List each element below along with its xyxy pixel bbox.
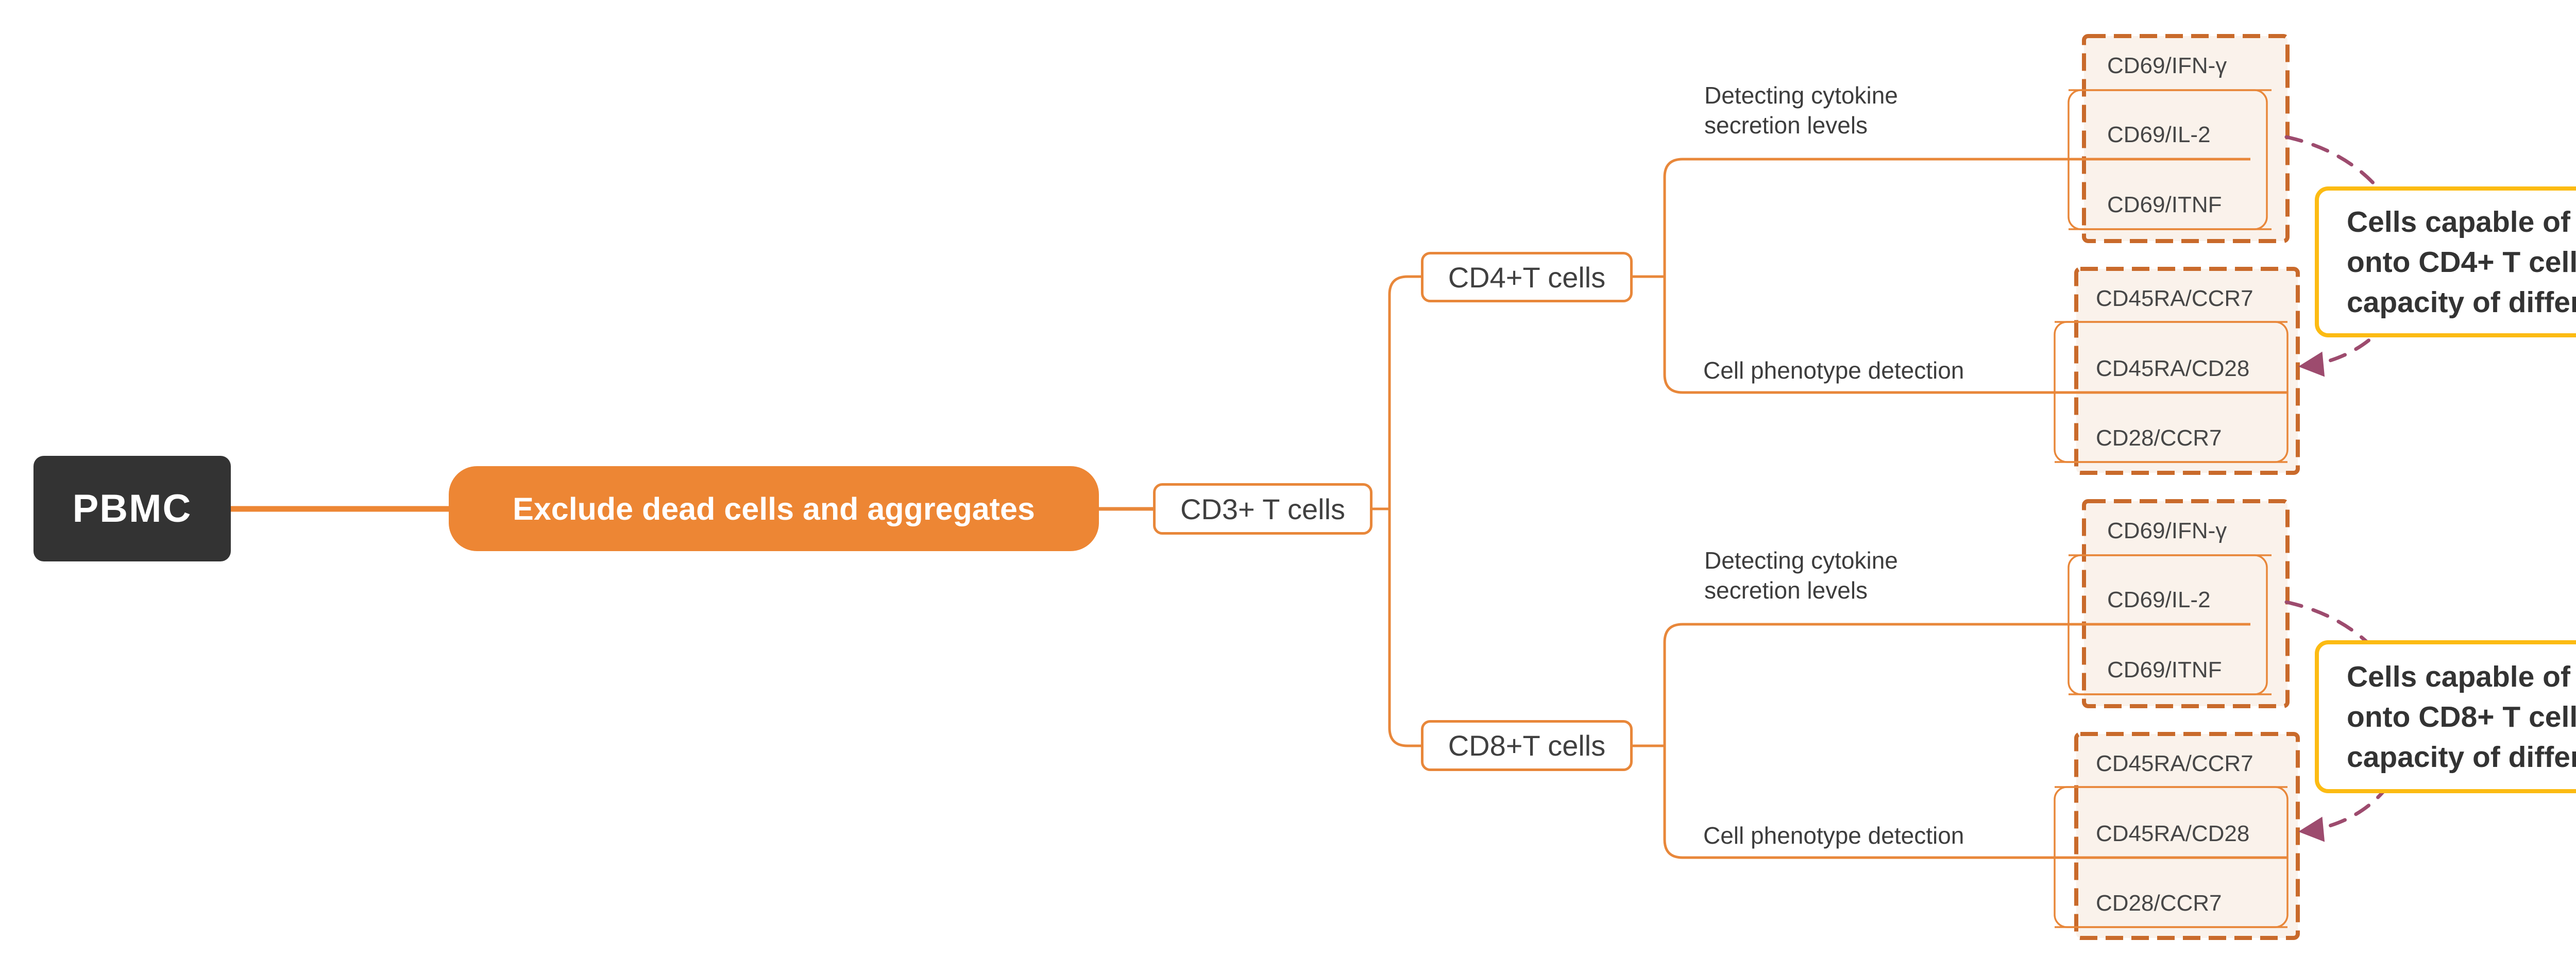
connector-cd8-cytokine (1663, 623, 2250, 746)
cd4-projection-circle (2284, 135, 2409, 377)
topic-cd4-cd45ra-cd28[interactable]: CD45RA/CD28 (2096, 356, 2250, 381)
cd4-cytokine-parent-line-2: secretion levels (1704, 112, 1868, 139)
topic-cd4-t-cells[interactable]: CD4+T cells (1421, 252, 1633, 302)
connector-cd4-cytokine (1663, 158, 2250, 277)
cd4-phenotype-boundary[interactable] (2074, 267, 2300, 475)
cd8-callout-line-3: capacity of different cell populations w… (2347, 740, 2576, 774)
cd8-projection-circle (2284, 600, 2409, 842)
topic-cd4-cd69-ifng[interactable]: CD69/IFN-γ (2107, 53, 2227, 78)
cd4-callout-line-2: onto CD4+ T cells, and the cytokine secr… (2347, 245, 2576, 279)
connector-cd4-phenotype (1663, 277, 2287, 394)
topic-pbmc[interactable]: PBMC (33, 456, 231, 561)
topic-cd8-phenotype-parent[interactable]: Cell phenotype detection (1703, 822, 1964, 849)
topic-cd8-cd69-il2[interactable]: CD69/IL-2 (2107, 587, 2211, 612)
topic-cd4-cd28-ccr7[interactable]: CD28/CCR7 (2096, 425, 2222, 451)
topic-cd3-t-cells[interactable]: CD3+ T cells (1153, 483, 1372, 535)
cd8-phenotype-boundary[interactable] (2074, 732, 2300, 940)
topic-cd4-phenotype-parent[interactable]: Cell phenotype detection (1703, 357, 1964, 384)
topic-exclude-dead-cells[interactable]: Exclude dead cells and aggregates (449, 466, 1099, 551)
connector-trunk-cd4 (1388, 275, 1421, 509)
topic-cd4-cd45ra-ccr7[interactable]: CD45RA/CCR7 (2096, 286, 2253, 311)
connector-trunk-cd8 (1388, 509, 1421, 747)
topic-cd4-cytokine-parent[interactable]: Detecting cytokine secretion levels (1704, 80, 1898, 140)
topic-cd8-cd45ra-ccr7[interactable]: CD45RA/CCR7 (2096, 751, 2253, 776)
topic-cd8-t-cells[interactable]: CD8+T cells (1421, 720, 1633, 771)
topic-cd8-cd45ra-cd28[interactable]: CD45RA/CD28 (2096, 821, 2250, 846)
cd8-cytokine-parent-line-1: Detecting cytokine (1704, 547, 1898, 574)
cd4-callout-line-3: capacity of different cell populations w… (2347, 285, 2576, 319)
topic-cd4-cd69-itnf[interactable]: CD69/ITNF (2107, 192, 2222, 217)
cd8-callout-line-2: onto CD8+ T cells, and the cytokine secr… (2347, 700, 2576, 733)
topic-cd8-cd69-ifng[interactable]: CD69/IFN-γ (2107, 518, 2227, 543)
cd8-cytokine-parent-line-2: secretion levels (1704, 577, 1868, 604)
topic-cd8-cytokine-parent[interactable]: Detecting cytokine secretion levels (1704, 545, 1898, 605)
topic-cd4-cd69-il2[interactable]: CD69/IL-2 (2107, 122, 2211, 147)
cd4-cytokine-parent-line-1: Detecting cytokine (1704, 82, 1898, 109)
connector-cd8-phenotype (1663, 746, 2287, 859)
topic-cd8-cd28-ccr7[interactable]: CD28/CCR7 (2096, 891, 2222, 916)
topic-cd8-cd69-itnf[interactable]: CD69/ITNF (2107, 657, 2222, 682)
